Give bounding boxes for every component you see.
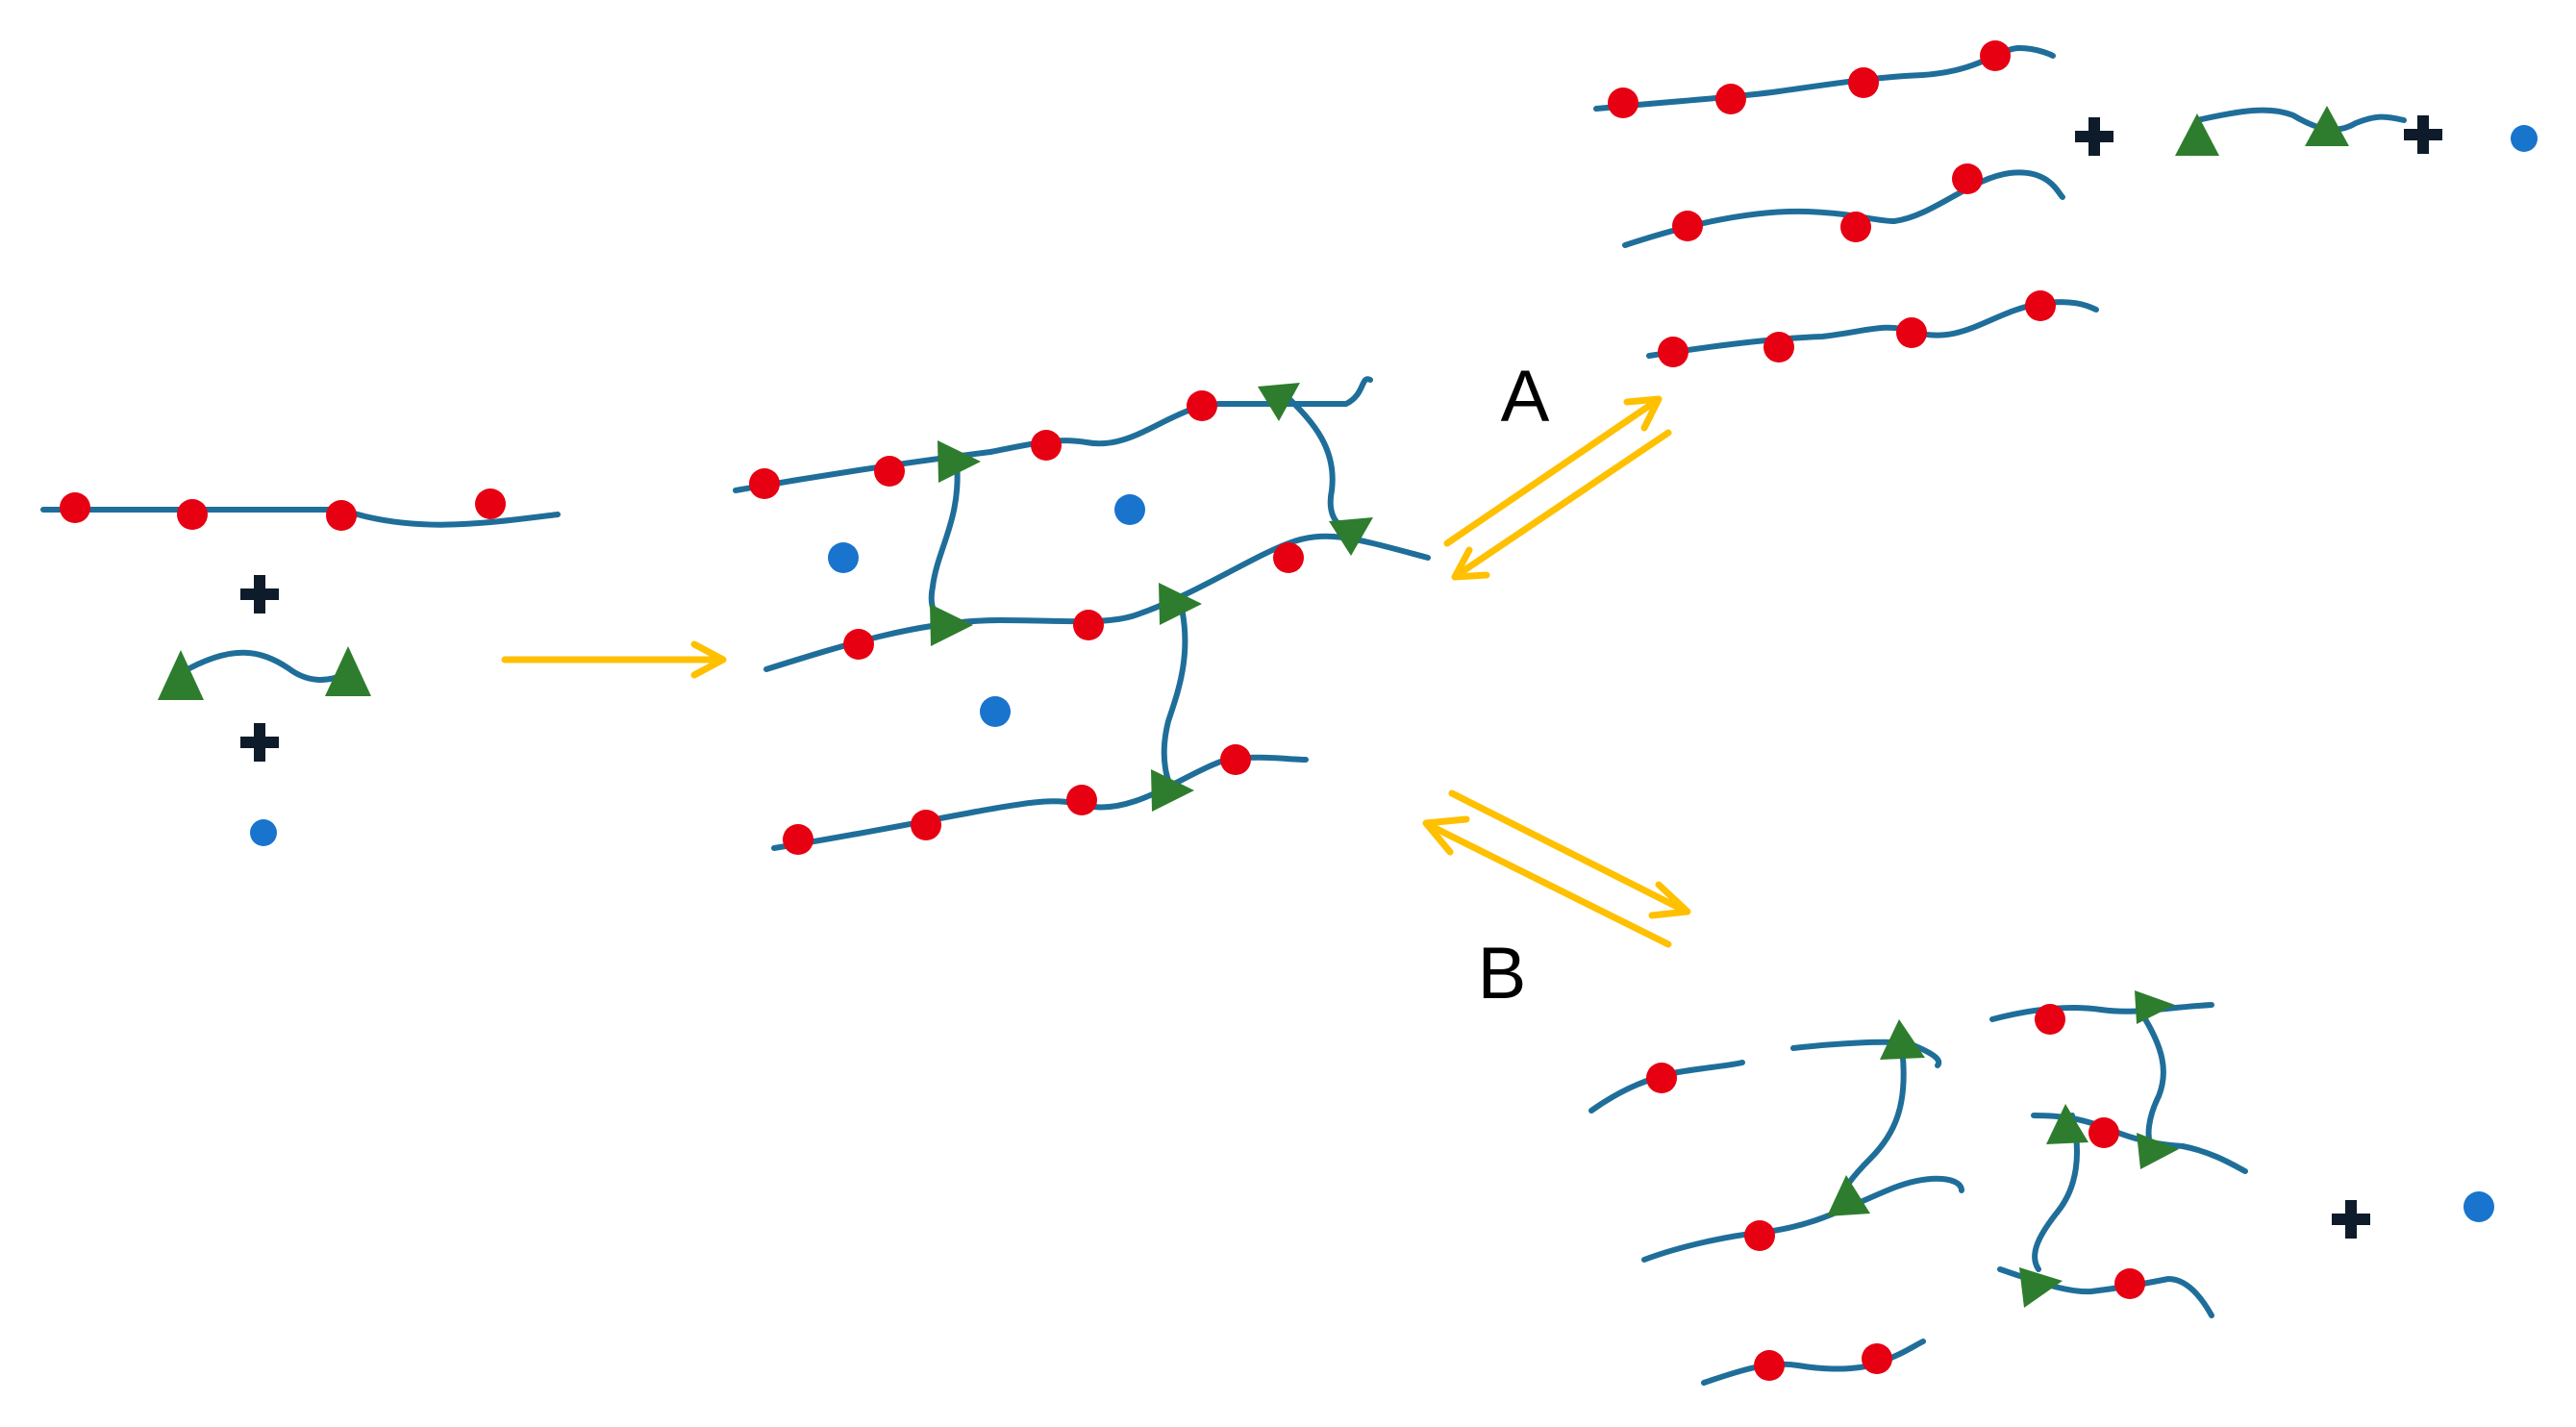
reactive-site xyxy=(843,629,874,660)
arrow-shaft xyxy=(1458,429,1672,576)
reactive-site xyxy=(1980,40,2011,71)
reactive-site xyxy=(911,810,941,840)
crosslink-bridge xyxy=(2139,1012,2166,1152)
linker-end-icon xyxy=(2305,106,2349,146)
reactive-site xyxy=(1672,211,1703,241)
crosslink-bridge xyxy=(1276,387,1349,534)
reactive-site xyxy=(2025,290,2056,321)
reactive-site xyxy=(1848,67,1879,98)
reactants-group xyxy=(40,488,561,846)
reactive-site xyxy=(1840,212,1871,242)
reactive-site xyxy=(1896,317,1927,348)
crosslink-bridge xyxy=(1838,1045,1907,1200)
linker-backbone xyxy=(2194,107,2407,133)
linker-end-icon xyxy=(2175,113,2219,156)
plus-icon xyxy=(2332,1200,2370,1239)
reactive-site xyxy=(1715,84,1746,114)
chain-backbone xyxy=(1701,1339,1926,1386)
chain-backbone xyxy=(763,533,1431,672)
crosslink-end-icon xyxy=(2135,990,2175,1024)
reactive-site xyxy=(177,499,208,530)
reactive-site xyxy=(1073,610,1104,640)
reactive-site xyxy=(1744,1220,1775,1251)
catalyst-dot xyxy=(250,819,277,846)
pathway-a-label: A xyxy=(1501,356,1550,438)
pathway-b-products xyxy=(1588,990,2494,1386)
arrow-shaft xyxy=(1443,400,1656,547)
arrow-head xyxy=(690,640,727,679)
arrow-head xyxy=(1623,395,1663,432)
crosslinker-molecule xyxy=(2175,106,2407,156)
reactive-site xyxy=(475,488,506,519)
crosslink-end-icon xyxy=(1151,769,1194,812)
chain-backbone xyxy=(1641,1175,1964,1263)
crosslink-bridge xyxy=(1161,601,1188,793)
pathway-a-products xyxy=(1593,40,2538,367)
reactive-site xyxy=(326,500,357,531)
crosslink-end-icon xyxy=(1329,517,1373,556)
arrow-head xyxy=(1451,546,1490,581)
crosslink-end-icon xyxy=(1258,383,1300,421)
reactive-site xyxy=(1658,337,1688,367)
linker-end-icon xyxy=(158,650,204,700)
reactive-site xyxy=(1187,390,1217,421)
reactive-site xyxy=(783,824,813,855)
catalyst-dot xyxy=(980,696,1011,727)
chain-backbone xyxy=(1588,1060,1745,1114)
crosslinker-molecule xyxy=(158,646,371,700)
crosslinked-network xyxy=(733,376,1431,855)
catalyst-dot xyxy=(2463,1191,2494,1222)
reactive-site xyxy=(874,456,905,487)
chain-backbone xyxy=(1593,45,2056,112)
linker-backbone xyxy=(178,649,351,683)
reactive-site xyxy=(2088,1117,2119,1148)
arrow-head xyxy=(1648,881,1691,919)
reactive-site xyxy=(2035,1004,2065,1035)
plus-icon xyxy=(240,575,279,613)
reactive-site xyxy=(1220,744,1251,775)
reactive-site xyxy=(1862,1343,1892,1374)
linker-end-icon xyxy=(325,646,371,696)
reactive-site xyxy=(2114,1268,2145,1299)
reactive-site xyxy=(1273,542,1304,573)
reaction-arrow xyxy=(501,640,727,679)
arrow-shaft xyxy=(1429,823,1672,948)
chain-backbone xyxy=(1989,1002,2214,1022)
crosslink-bridge xyxy=(2032,1113,2080,1272)
crosslink-end-icon xyxy=(938,440,981,483)
crosslink-end-icon xyxy=(1880,1019,1925,1060)
plus-icon xyxy=(2404,115,2442,154)
crosslink-bridge xyxy=(928,459,961,628)
equilibrium-arrows-b xyxy=(1422,789,1691,948)
crosslink-end-icon xyxy=(1827,1175,1870,1216)
pathway-b-label: B xyxy=(1478,933,1527,1014)
reactive-site xyxy=(60,492,90,523)
reactive-site xyxy=(749,468,780,499)
crosslink-end-icon xyxy=(2019,1267,2063,1308)
reactive-site xyxy=(1763,332,1794,363)
arrow-head xyxy=(1422,815,1470,856)
plus-icon xyxy=(240,723,279,762)
reactive-site xyxy=(1066,785,1097,815)
equilibrium-arrows-a xyxy=(1443,395,1672,581)
crosslink-end-icon xyxy=(1159,583,1202,625)
reactive-site xyxy=(1754,1350,1785,1381)
catalyst-dot xyxy=(828,542,859,573)
catalyst-dot xyxy=(2511,125,2538,152)
plus-icon xyxy=(2075,117,2113,156)
arrow-shaft xyxy=(1448,789,1685,913)
crosslink-end-icon xyxy=(930,604,973,646)
crosslink-end-icon xyxy=(2046,1104,2088,1144)
chain-backbone xyxy=(1622,169,2065,248)
catalyst-dot xyxy=(1114,494,1145,525)
reactive-site xyxy=(1031,430,1062,461)
reactive-site xyxy=(1952,163,1983,194)
polymer-chain xyxy=(40,488,561,531)
reactive-site xyxy=(1608,88,1638,118)
crosslink-end-icon xyxy=(2137,1133,2179,1169)
reactive-site xyxy=(1646,1063,1677,1093)
